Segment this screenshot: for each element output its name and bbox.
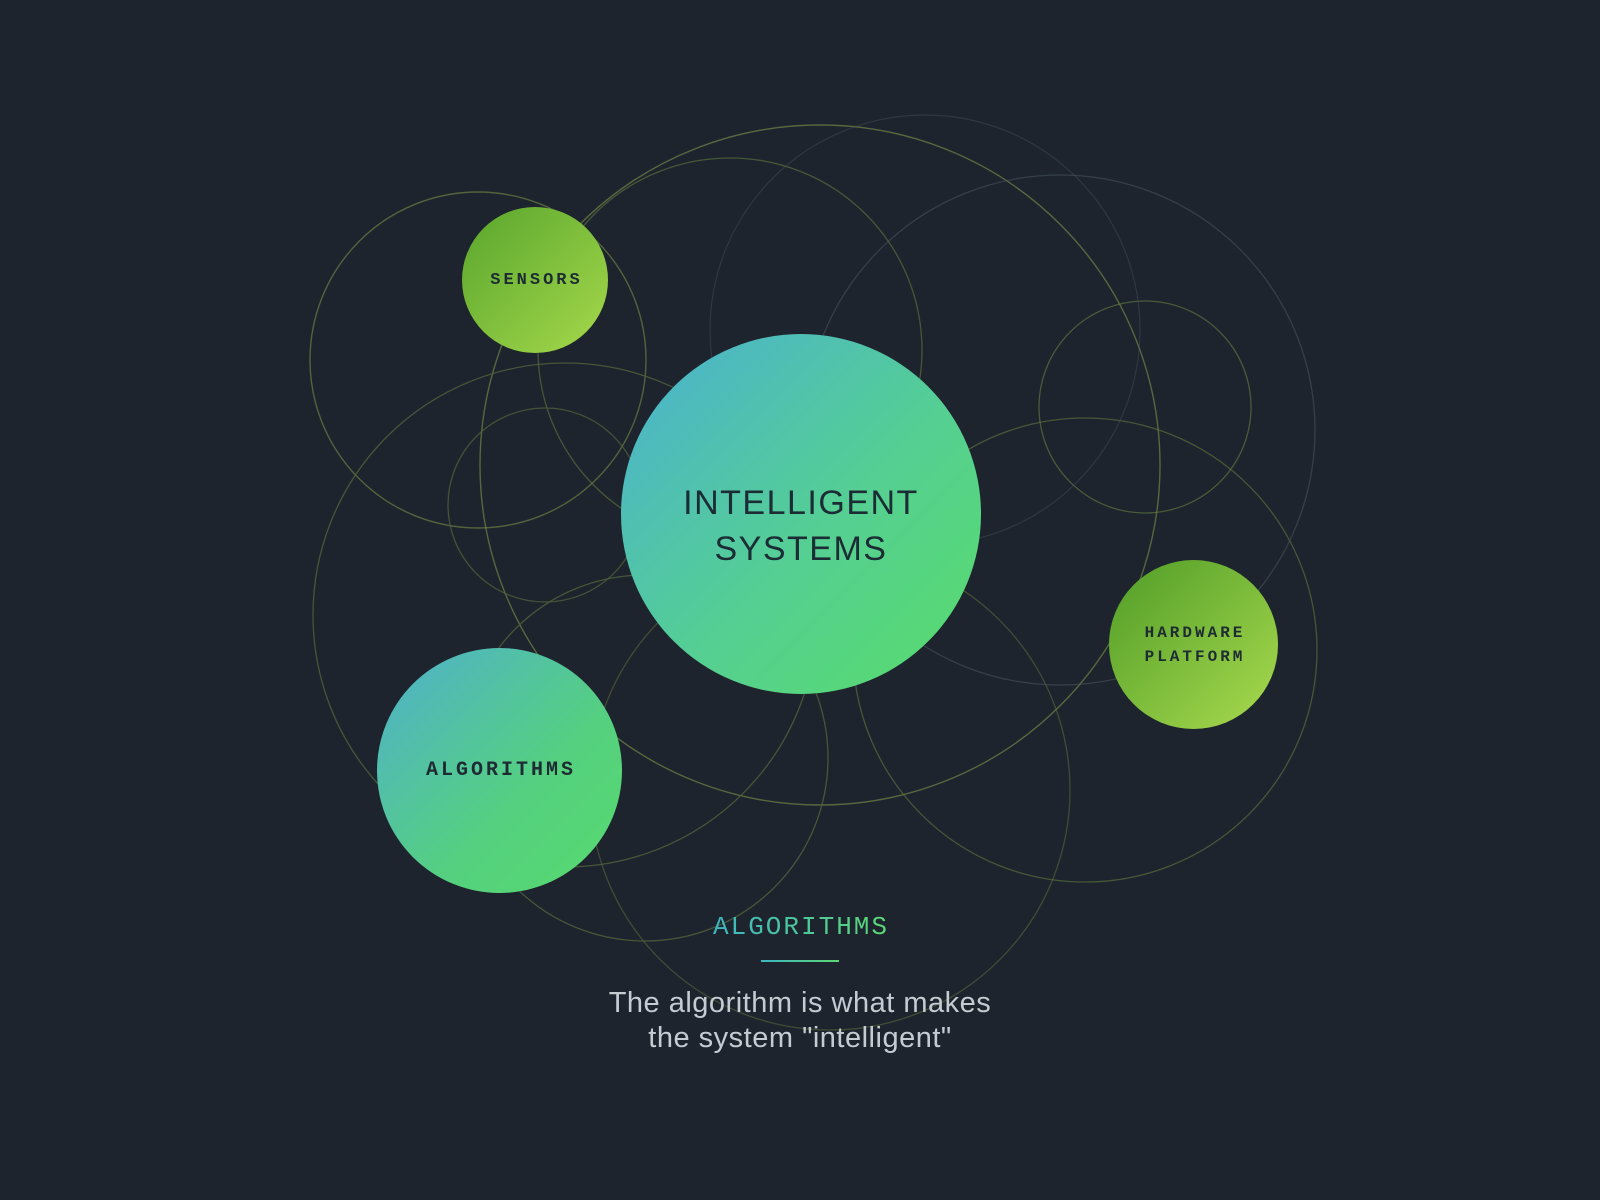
caption-body-line-1: The algorithm is what makes [608, 987, 992, 1019]
sensors-label: SENSORS [490, 270, 583, 290]
algorithms-label: ALGORITHMS [425, 759, 577, 782]
decorative-circle [309, 191, 647, 529]
decorative-circle [479, 124, 1161, 806]
title-line-2: SYSTEMS [714, 530, 888, 568]
decorative-circle [447, 407, 643, 603]
decorative-circle [1038, 300, 1252, 514]
algorithms-bubble: ALGORITHMS [377, 648, 622, 893]
hardware-label-line-1: HARDWARE [1144, 623, 1246, 642]
intelligent-systems-title: INTELLIGENT SYSTEMS [683, 480, 919, 572]
title-line-1: INTELLIGENT [683, 484, 919, 522]
caption-block: ALGORITHMS The algorithm is what makes t… [0, 912, 1600, 1056]
hardware-label-line-2: PLATFORM [1144, 647, 1246, 666]
sensors-bubble: SENSORS [462, 207, 608, 353]
caption-divider [761, 960, 839, 962]
caption-body-line-2: the system "intelligent" [648, 1022, 952, 1054]
caption-heading: ALGORITHMS [712, 912, 890, 942]
hardware-platform-label: HARDWARE PLATFORM [1142, 621, 1246, 669]
intelligent-systems-bubble: INTELLIGENT SYSTEMS [621, 334, 981, 694]
hardware-platform-bubble: HARDWARE PLATFORM [1109, 560, 1278, 729]
